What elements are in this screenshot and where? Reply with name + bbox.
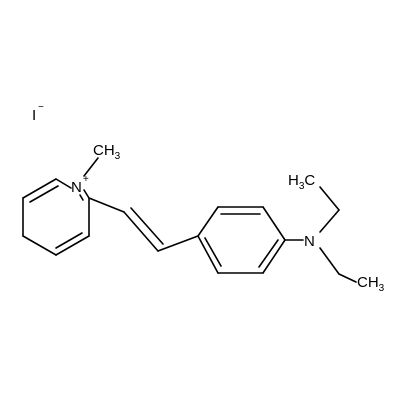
pyridinium-n-charge: + xyxy=(83,174,89,185)
vinyl-linker xyxy=(88,197,199,252)
bond-ethyl-lower-ch2-ch3 xyxy=(338,273,357,283)
bond-c4-c3 xyxy=(22,235,57,256)
benzene-ring xyxy=(197,206,286,274)
bond-b4-b5-double xyxy=(258,239,279,268)
bond-ring-vinyl xyxy=(88,197,125,213)
bond-b6-b1-double xyxy=(204,237,222,267)
bond-vinyl-double xyxy=(123,211,159,252)
bond-amine-ethyl-lower xyxy=(319,247,340,275)
iodide-counterion: I − xyxy=(32,102,44,124)
bond-vinyl-phenyl xyxy=(157,235,199,252)
bond-b6-b1 xyxy=(197,235,219,274)
ethyl-upper-c: C xyxy=(304,172,315,189)
bond-n-c6 xyxy=(55,178,72,189)
n-methyl-label: CH3 xyxy=(93,142,121,162)
bond-vinyl-double-inner xyxy=(130,207,164,245)
amine-nitrogen: N xyxy=(304,233,315,250)
pyridinium-nitrogen: N + xyxy=(71,174,89,196)
pyridinium-ring xyxy=(22,178,90,256)
ethyl-lower-label: CH3 xyxy=(357,274,385,294)
bond-amine-ethyl-upper xyxy=(319,209,340,233)
pyridinium-n-symbol: N xyxy=(71,179,82,196)
iodide-symbol: I xyxy=(32,107,36,124)
n-methyl-sub: 3 xyxy=(115,151,121,162)
bond-b4-b5 xyxy=(262,239,286,274)
bond-c3-c2-double xyxy=(55,232,83,249)
bond-c1-n xyxy=(83,189,90,199)
ethyl-upper-sub: 3 xyxy=(299,181,305,192)
bond-b3-b4 xyxy=(262,206,286,241)
bond-c3-c2 xyxy=(55,235,90,256)
iodide-charge: − xyxy=(38,102,44,113)
bond-n-methyl xyxy=(83,157,99,177)
ethyl-upper-h: H xyxy=(288,172,299,189)
bond-c6-c5 xyxy=(22,178,57,199)
ethyl-upper-label: H3C xyxy=(288,172,315,192)
bond-b1-b2 xyxy=(197,206,219,237)
bond-c6-c5-double xyxy=(29,185,59,203)
n-methyl-ch: CH xyxy=(93,142,115,159)
bond-ethyl-upper-ch2-ch3 xyxy=(319,186,340,211)
bond-c1-n-double xyxy=(79,194,84,201)
ethyl-lower-sub: 3 xyxy=(379,283,385,294)
ethyl-lower-c: CH xyxy=(357,274,379,291)
